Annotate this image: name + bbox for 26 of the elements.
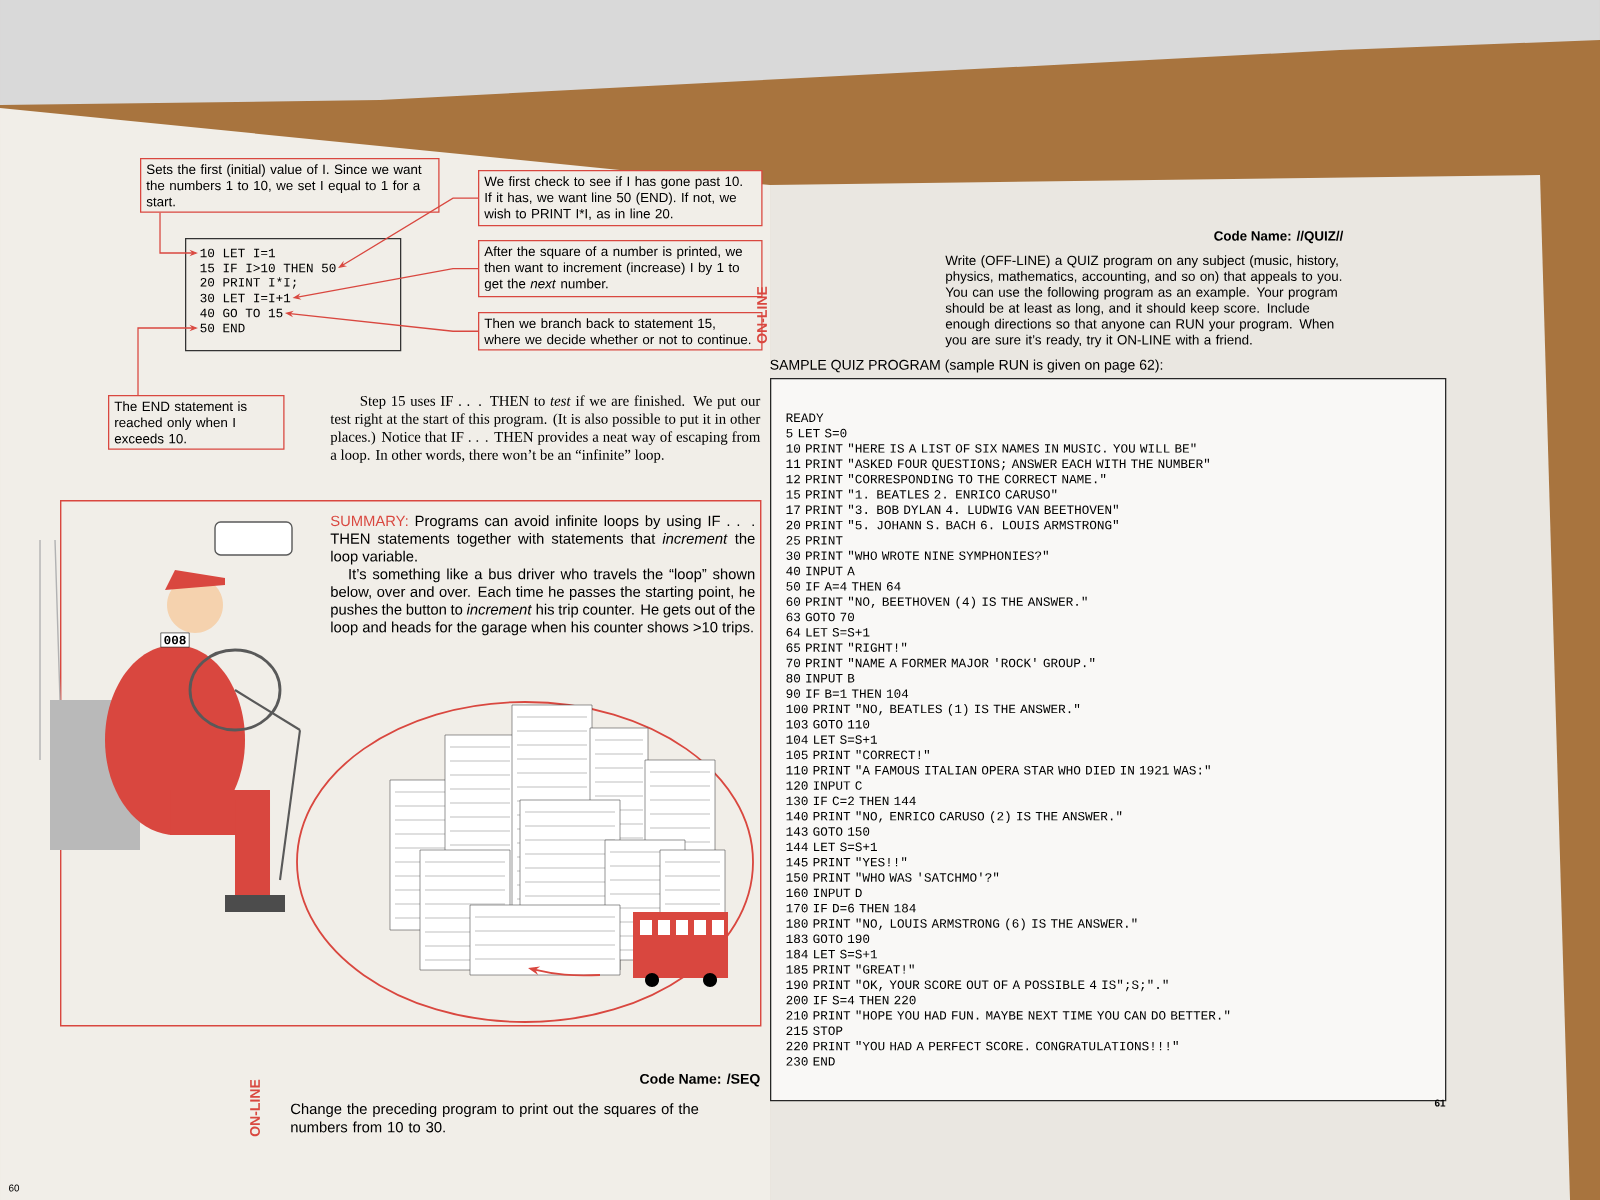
code-line: 50 END <box>200 323 245 333</box>
node-label: It’s something like a bus driver who travels the “loop” shown below, over and over. Each time he passes the starting point, he pushes the button to increment his trip counter. He gets out of the loop and heads for the garage when his counter shows >10 trips. <box>331 568 755 636</box>
summary-text: SUMMARY: Programs can avoid infinite loops by using IF . . . THEN statements together with statements that increment the loop variable. It’s something like a bus driver who travels the “loop” shown below, over and over. Each time he passes the starting point, he pushes the button to increment his trip counter. He gets out of the loop and heads for the garage when his counter shows >10 trips. <box>330 515 755 636</box>
callout-box: The END statement is reached only when I exceeds 10. <box>108 395 285 450</box>
node-label: loop variable. <box>331 550 417 565</box>
counter-display: 008 <box>160 632 190 648</box>
node-label: Programs can avoid infinite loops by using IF . . . <box>415 515 754 530</box>
code-line: 10 LET I=1 <box>200 248 275 258</box>
exercise-text: Change the preceding program to print out the squares of the numbers from 10 to 30. <box>291 1103 699 1133</box>
node-label: THEN statements together with statements that increment the <box>330 533 755 547</box>
callout-box: We first check to see if I has gone past 10. If it has, we want line 50 (END). If not, we wish to PRINT I*I, as in line 20. <box>478 170 763 227</box>
code-name: Code Name: //QUIZ// <box>1214 230 1344 244</box>
node-label: SUMMARY: <box>330 515 408 527</box>
program-heading: SAMPLE QUIZ PROGRAM (sample RUN is given on page 62): <box>770 359 1163 373</box>
code-line: 30 LET I=I+1 <box>200 293 291 303</box>
paragraph: Step 15 uses IF . . . THEN to test if we are finished. We put our test right at the start of this program. (It is also possible to put it in other places.) Notice that IF . . . THEN provides a neat way of escaping from a loop. In other words, there won’t be an “infinite” loop. <box>330 395 761 463</box>
page-number: 61 <box>1434 1099 1446 1107</box>
callout-box: Sets the first (initial) value of I. Since we want the numbers 1 to 10, we set I equal to 1 for a start. <box>140 158 440 213</box>
code-line: 20 PRINT I*I; <box>200 277 296 289</box>
arrow <box>338 197 479 268</box>
code-line: 40 GO TO 15 <box>200 308 283 318</box>
code-box <box>185 238 402 352</box>
paragraph: Write (OFF-LINE) a QUIZ program on any subject (music, history, physics, mathematics, accounting, and so on) that appeals to you. You can use the following program as an example. Your program should be at least as long, and it should keep score. Include enough directions so that anyone can RUN your program. When you are sure it’s ready, try it ON-LINE with a friend. <box>945 255 1342 348</box>
margin-label: ON-LINE <box>250 1079 260 1137</box>
page-number: 60 <box>9 1184 20 1192</box>
code-line: 15 IF I>10 THEN 50 <box>200 263 336 273</box>
